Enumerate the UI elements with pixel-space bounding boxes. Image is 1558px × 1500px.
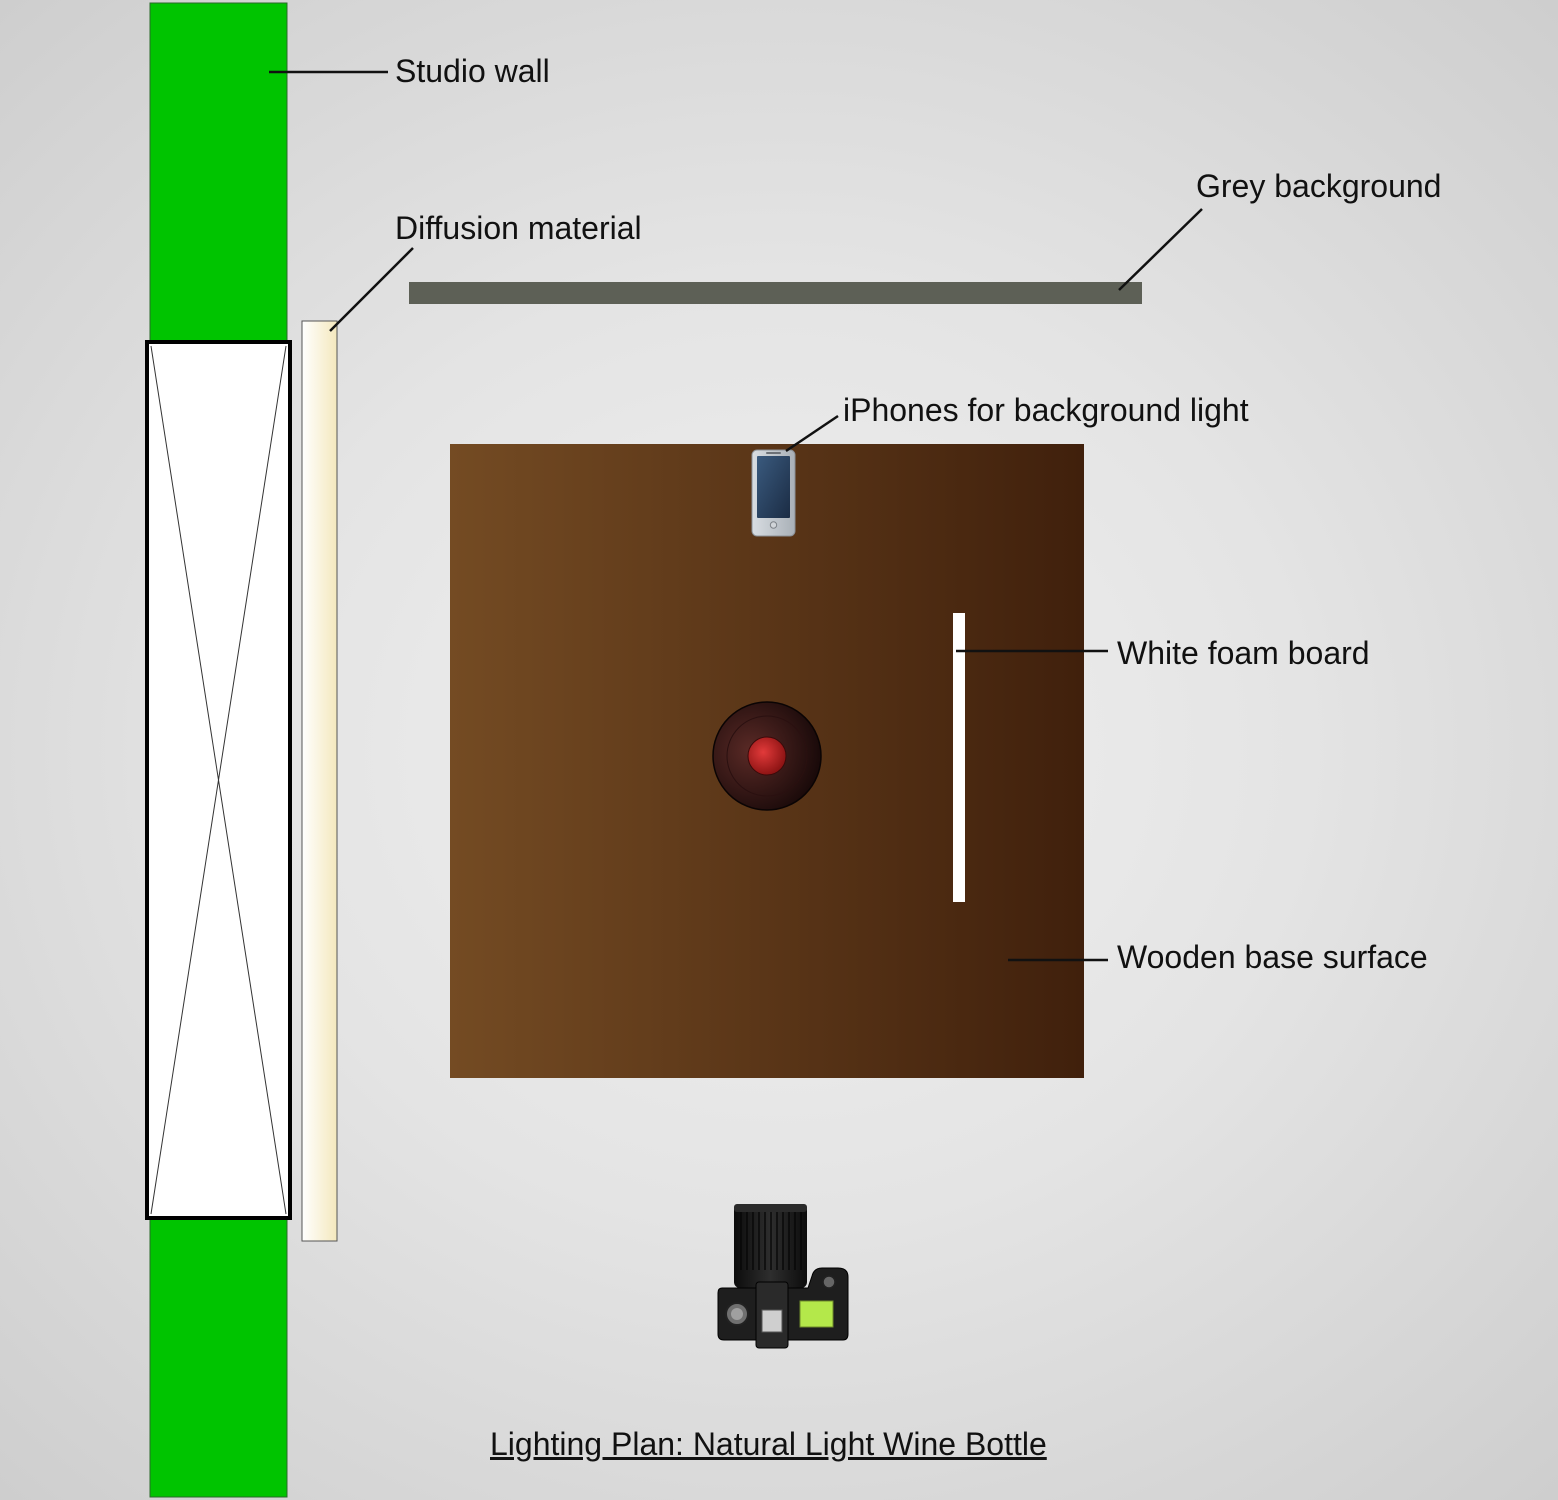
label-white-foam-board: White foam board (1117, 635, 1370, 671)
label-wooden-base: Wooden base surface (1117, 939, 1428, 975)
diagram-title: Lighting Plan: Natural Light Wine Bottle (490, 1426, 1047, 1462)
camera-icon (717, 1204, 849, 1349)
phone-icon (751, 449, 796, 537)
window-x-icon (145, 340, 292, 1220)
label-studio-wall: Studio wall (395, 53, 550, 89)
leader-lines (269, 70, 1203, 962)
label-grey-background: Grey background (1196, 168, 1442, 204)
white-foam-board (953, 613, 965, 902)
label-diffusion-material: Diffusion material (395, 210, 642, 246)
grey-background-panel (409, 282, 1142, 304)
diffusion-panel (301, 320, 338, 1242)
wine-bottle-top-icon (712, 701, 822, 811)
label-iphones: iPhones for background light (843, 392, 1249, 428)
